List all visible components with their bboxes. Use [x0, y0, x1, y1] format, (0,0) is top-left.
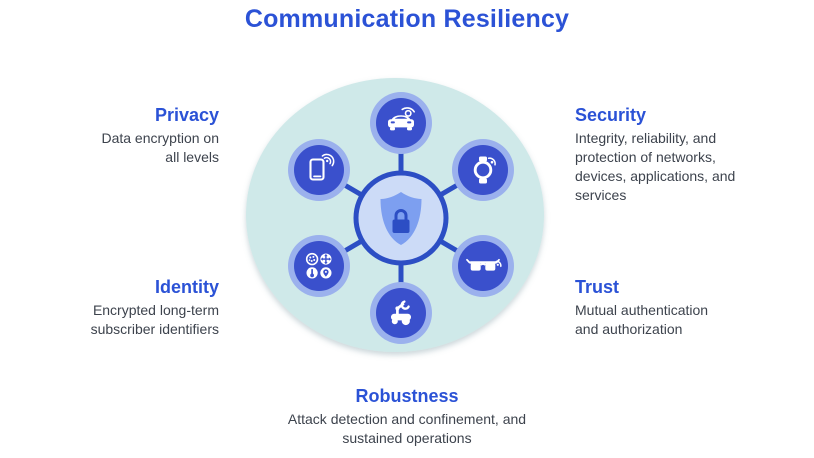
- node-smart-glasses: [452, 235, 514, 297]
- smartphone-icon: [309, 153, 335, 181]
- node-circle: [294, 241, 344, 291]
- hub: [353, 170, 449, 266]
- move-arrows-icon: [320, 253, 332, 265]
- node-circle: [458, 145, 508, 195]
- sensor-disc-icon: [305, 252, 319, 266]
- page-title: Communication Resiliency: [244, 5, 570, 33]
- privacy-heading: Privacy: [154, 105, 219, 125]
- shield-lock-icon: [380, 192, 422, 245]
- connected-car-icon: [388, 107, 415, 131]
- security-heading: Security: [575, 105, 647, 125]
- privacy-body: Data encryption on all levels: [101, 130, 219, 165]
- label-privacy: Privacy Data encryption on all levels: [9, 104, 219, 167]
- label-robustness: Robustness Attack detection and confinem…: [207, 385, 607, 448]
- smartwatch-icon: [473, 156, 496, 184]
- thermometer-icon: [306, 267, 318, 279]
- robustness-heading: Robustness: [355, 386, 459, 406]
- robot-icon: [391, 300, 411, 326]
- smart-glasses-icon: [466, 258, 502, 271]
- node-robot: [370, 282, 432, 344]
- identity-body: Encrypted long-term subscriber identifie…: [90, 302, 219, 337]
- node-circle: [458, 241, 508, 291]
- node-smartwatch: [452, 139, 514, 201]
- node-circle: [294, 145, 344, 195]
- node-connected-car: [370, 92, 432, 154]
- robustness-body: Attack detection and confinement, and su…: [287, 411, 527, 446]
- security-body: Integrity, reliability, and protection o…: [575, 130, 736, 203]
- node-iot-sensors: [288, 235, 350, 297]
- node-circle: [376, 288, 426, 338]
- node-smartphone: [288, 139, 350, 201]
- resiliency-diagram: [246, 78, 544, 352]
- location-pin-icon: [320, 267, 332, 279]
- iot-sensors-icon: [305, 252, 332, 279]
- label-trust: Trust Mutual authentication and authoriz…: [575, 276, 790, 339]
- identity-heading: Identity: [154, 277, 219, 297]
- trust-body: Mutual authentication and authorization: [575, 302, 709, 337]
- label-security: Security Integrity, reliability, and pro…: [575, 104, 795, 205]
- trust-heading: Trust: [575, 277, 620, 297]
- label-identity: Identity Encrypted long-term subscriber …: [0, 276, 219, 339]
